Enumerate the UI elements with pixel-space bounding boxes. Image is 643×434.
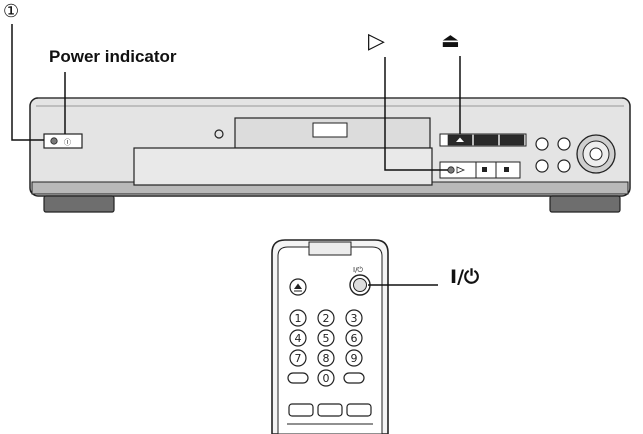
remote-oval-button-right[interactable] — [343, 372, 365, 384]
remote-number-pad: 1 2 3 4 5 6 7 8 9 0 — [287, 309, 365, 387]
remote-number-label: 1 — [295, 312, 302, 325]
remote-power-caption: I/⏻ — [353, 266, 363, 274]
remote-number-button-3[interactable]: 3 — [345, 309, 363, 327]
remote-number-label: 8 — [323, 352, 330, 365]
standby-callout-line — [11, 24, 44, 141]
jog-dial-center-button[interactable] — [589, 147, 603, 161]
skip-next-button[interactable] — [499, 134, 525, 146]
player-callouts — [11, 24, 461, 171]
pause-button[interactable] — [482, 167, 487, 172]
play-callout-line — [384, 57, 448, 171]
remote-number-label: 7 — [295, 352, 302, 365]
remote-number-button-8[interactable]: 8 — [317, 349, 335, 367]
remote-eject-icon — [294, 283, 302, 289]
remote-bottom-button-3[interactable] — [346, 403, 372, 417]
remote-bottom-button-2[interactable] — [317, 403, 343, 417]
disc-tray-window — [312, 122, 348, 138]
remote-number-button-4[interactable]: 4 — [289, 329, 307, 347]
remote-number-label: 2 — [323, 312, 330, 325]
remote-number-button-9[interactable]: 9 — [345, 349, 363, 367]
remote-number-button-7[interactable]: 7 — [289, 349, 307, 367]
remote-oval-button-left[interactable] — [287, 372, 309, 384]
play-button[interactable] — [456, 166, 466, 174]
remote-number-label: 5 — [323, 332, 330, 345]
play-icon: ▷ — [368, 29, 385, 54]
eject-icon: ⏏ — [441, 28, 460, 52]
round-button-2[interactable] — [557, 137, 571, 151]
skip-prev-button[interactable] — [473, 134, 499, 146]
round-button-4[interactable] — [557, 159, 571, 173]
power-symbol-label: I/⏻ — [450, 266, 480, 288]
disc-logo-icon — [214, 129, 224, 139]
remote-number-button-6[interactable]: 6 — [345, 329, 363, 347]
disc-tray — [133, 147, 433, 186]
remote-number-label: 6 — [351, 332, 358, 345]
remote-number-label: 4 — [295, 332, 302, 345]
remote-number-label: 9 — [351, 352, 358, 365]
remote-bottom-button-1[interactable] — [288, 403, 314, 417]
power-button-mark-icon: Ⓘ — [64, 139, 71, 147]
remote-number-label: 0 — [323, 372, 330, 385]
player-unit: Ⓘ — [29, 97, 631, 213]
power-button[interactable] — [43, 133, 83, 149]
round-button-1[interactable] — [535, 137, 549, 151]
standby-icon: ① — [3, 1, 20, 22]
remote-number-label: 3 — [351, 312, 358, 325]
remote-ir-window — [308, 241, 352, 256]
left-foot — [43, 195, 115, 213]
power-indicator-label: Power indicator — [49, 47, 177, 66]
remote-number-button-2[interactable]: 2 — [317, 309, 335, 327]
remote-power-button-inner — [353, 278, 367, 292]
remote-number-button-1[interactable]: 1 — [289, 309, 307, 327]
remote-number-button-5[interactable]: 5 — [317, 329, 335, 347]
remote-number-button-0[interactable]: 0 — [317, 369, 335, 387]
eject-mark-icon — [456, 137, 464, 142]
right-foot — [549, 195, 621, 213]
play-indicator — [447, 166, 455, 174]
stop-button[interactable] — [504, 167, 509, 172]
round-button-3[interactable] — [535, 159, 549, 173]
power-indicator-led — [50, 137, 58, 145]
remote-control: I/⏻ 1 2 3 4 5 6 7 8 9 0 — [271, 239, 389, 434]
